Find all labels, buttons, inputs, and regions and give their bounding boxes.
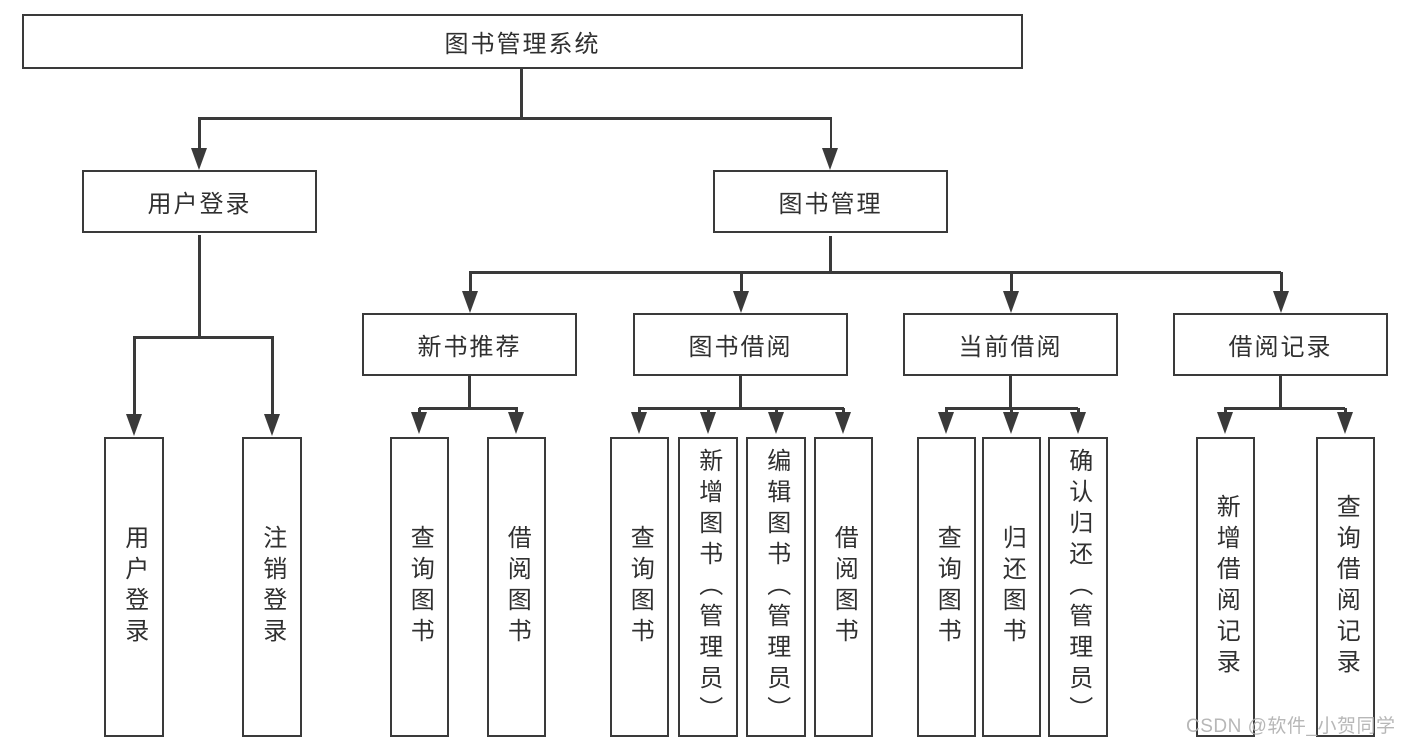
connector-login-hline <box>133 336 274 339</box>
connector-records-vline <box>1279 376 1282 408</box>
arrow-down-icon <box>1272 291 1289 313</box>
connector-current-stub <box>1077 408 1080 413</box>
connector-mgmt-vline <box>829 236 832 272</box>
connector-newbook-stub <box>515 408 518 413</box>
leaf-borrow-books: 借阅图书 <box>487 437 546 737</box>
node-borrowing-records: 借阅记录 <box>1173 313 1388 376</box>
leaf-logout-label: 注销登录 <box>258 525 286 649</box>
arrow-down-icon <box>125 414 142 436</box>
arrow-down-icon <box>508 412 524 434</box>
connector-login-stub <box>271 337 274 415</box>
node-book-borrowing-label: 图书借阅 <box>688 334 793 361</box>
connector-root-hline <box>198 117 832 120</box>
leaf-query-books: 查询图书 <box>917 437 976 737</box>
connector-current-stub <box>945 408 948 413</box>
arrow-down-icon <box>1337 412 1353 434</box>
leaf-query-books-label: 查询图书 <box>933 525 961 649</box>
node-current-borrowing-label: 当前借阅 <box>958 334 1063 361</box>
leaf-query-books-label: 查询图书 <box>626 525 654 649</box>
leaf-edit-book-admin: 编辑图书（管理员） <box>746 437 806 737</box>
leaf-user-login-label: 用户登录 <box>120 525 148 649</box>
connector-mgmt-stub <box>1280 272 1283 292</box>
arrow-down-icon <box>1003 412 1019 434</box>
node-root: 图书管理系统 <box>22 14 1023 69</box>
node-book-management: 图书管理 <box>713 170 948 233</box>
connector-borrow-stub <box>707 408 710 413</box>
connector-root-stub-right <box>829 119 832 149</box>
node-current-borrowing: 当前借阅 <box>903 313 1118 376</box>
arrow-down-icon <box>767 412 784 434</box>
connector-borrow-stub <box>842 408 845 413</box>
node-user-login-label: 用户登录 <box>147 191 252 218</box>
leaf-add-book-admin-label: 新增图书（管理员） <box>694 447 722 727</box>
leaf-borrow-books: 借阅图书 <box>814 437 873 737</box>
leaf-user-login: 用户登录 <box>104 437 164 737</box>
leaf-confirm-return-admin-label: 确认归还（管理员） <box>1064 447 1092 727</box>
connector-current-stub <box>1010 408 1013 413</box>
node-root-label: 图书管理系统 <box>444 31 601 58</box>
connector-mgmt-stub <box>1010 272 1013 292</box>
connector-mgmt-hline <box>469 271 1281 274</box>
connector-newbook-hline <box>418 407 518 410</box>
node-user-login: 用户登录 <box>82 170 317 233</box>
leaf-query-books: 查询图书 <box>390 437 449 737</box>
leaf-add-borrow-record-label: 新增借阅记录 <box>1212 494 1240 680</box>
arrow-down-icon <box>190 148 207 170</box>
arrow-down-icon <box>1069 412 1086 434</box>
csdn-watermark: CSDN @软件_小贺同学 <box>1186 716 1396 737</box>
arrow-down-icon <box>263 414 280 436</box>
arrow-down-icon <box>732 291 749 313</box>
connector-records-stub <box>1224 408 1227 413</box>
connector-borrow-stub <box>775 408 778 413</box>
leaf-query-borrow-record: 查询借阅记录 <box>1316 437 1375 737</box>
connector-borrow-hline <box>638 407 844 410</box>
connector-mgmt-stub <box>740 272 743 292</box>
leaf-return-books: 归还图书 <box>982 437 1041 737</box>
leaf-logout: 注销登录 <box>242 437 302 737</box>
arrow-down-icon <box>699 412 716 434</box>
connector-records-stub <box>1344 408 1347 413</box>
node-new-book-recommendation: 新书推荐 <box>362 313 577 376</box>
leaf-edit-book-admin-label: 编辑图书（管理员） <box>762 447 790 727</box>
node-book-management-label: 图书管理 <box>778 191 883 218</box>
arrow-down-icon <box>835 412 851 434</box>
node-new-book-recommendation-label: 新书推荐 <box>417 334 522 361</box>
leaf-borrow-books-label: 借阅图书 <box>503 525 531 649</box>
arrow-down-icon <box>461 291 478 313</box>
arrow-down-icon <box>1217 412 1233 434</box>
connector-borrow-stub <box>638 408 641 413</box>
arrow-down-icon <box>1002 291 1019 313</box>
leaf-add-book-admin: 新增图书（管理员） <box>678 437 738 737</box>
arrow-down-icon <box>822 148 838 170</box>
connector-login-vline <box>198 235 201 337</box>
connector-root-vline <box>520 69 523 118</box>
connector-current-vline <box>1009 376 1012 408</box>
arrow-down-icon <box>938 412 954 434</box>
node-borrowing-records-label: 借阅记录 <box>1228 334 1333 361</box>
leaf-query-books-label: 查询图书 <box>406 525 434 649</box>
leaf-return-books-label: 归还图书 <box>998 525 1026 649</box>
connector-records-hline <box>1224 407 1345 410</box>
arrow-down-icon <box>411 412 427 434</box>
connector-root-stub-left <box>198 119 201 149</box>
connector-newbook-vline <box>468 376 471 408</box>
leaf-query-borrow-record-label: 查询借阅记录 <box>1332 494 1360 680</box>
connector-login-stub <box>133 337 136 415</box>
leaf-query-books: 查询图书 <box>610 437 669 737</box>
arrow-down-icon <box>631 412 647 434</box>
connector-borrow-vline <box>739 376 742 408</box>
leaf-add-borrow-record: 新增借阅记录 <box>1196 437 1255 737</box>
connector-mgmt-stub <box>469 272 472 292</box>
leaf-borrow-books-label: 借阅图书 <box>830 525 858 649</box>
connector-newbook-stub <box>418 408 421 413</box>
leaf-confirm-return-admin: 确认归还（管理员） <box>1048 437 1108 737</box>
node-book-borrowing: 图书借阅 <box>633 313 848 376</box>
